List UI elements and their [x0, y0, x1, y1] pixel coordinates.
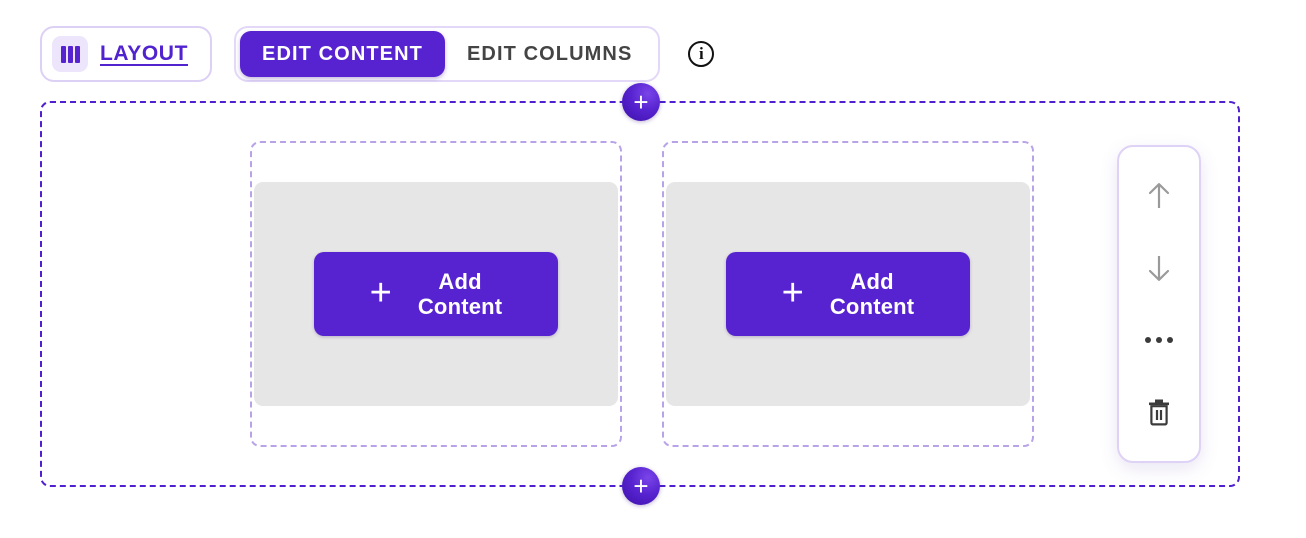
- row-container[interactable]: + Add Content + Add Content: [40, 101, 1240, 487]
- content-placeholder-1[interactable]: + Add Content: [254, 182, 618, 406]
- layout-button-label: LAYOUT: [100, 42, 188, 65]
- arrow-up-icon: [1148, 183, 1170, 208]
- columns-wrapper: + Add Content + Add Content: [250, 141, 1034, 447]
- plus-icon: +: [369, 272, 392, 314]
- arrow-down-icon: [1148, 256, 1170, 281]
- more-options-button[interactable]: [1136, 317, 1182, 363]
- info-icon[interactable]: i: [688, 41, 715, 67]
- add-content-line-1: Add: [850, 268, 894, 294]
- add-content-button-2[interactable]: + Add Content: [726, 252, 970, 336]
- info-icon-glyph: i: [699, 44, 704, 63]
- tab-edit-content[interactable]: EDIT CONTENT: [240, 31, 445, 77]
- layout-columns-icon: [52, 36, 88, 72]
- add-content-line-2: Content: [417, 294, 503, 319]
- layout-button[interactable]: LAYOUT: [40, 26, 212, 82]
- add-content-label-1: Add Content: [418, 269, 503, 320]
- add-content-line-1: Add: [438, 268, 482, 294]
- delete-button[interactable]: [1136, 389, 1182, 435]
- plus-icon: +: [781, 272, 804, 314]
- move-down-button[interactable]: [1136, 245, 1182, 291]
- add-content-button-1[interactable]: + Add Content: [314, 252, 558, 336]
- add-content-label-2: Add Content: [830, 269, 915, 320]
- edit-mode-tabs: EDIT CONTENT EDIT COLUMNS: [234, 26, 661, 82]
- content-placeholder-2[interactable]: + Add Content: [666, 182, 1030, 406]
- row-tool-rail: [1117, 145, 1201, 463]
- ellipsis-icon: [1145, 337, 1173, 343]
- trash-icon: [1149, 399, 1169, 426]
- column-2[interactable]: + Add Content: [662, 141, 1034, 447]
- move-up-button[interactable]: [1136, 173, 1182, 219]
- add-content-line-2: Content: [829, 294, 915, 319]
- add-row-below-button[interactable]: +: [622, 467, 660, 505]
- tab-edit-columns[interactable]: EDIT COLUMNS: [445, 31, 654, 77]
- column-1[interactable]: + Add Content: [250, 141, 622, 447]
- add-row-above-button[interactable]: +: [622, 83, 660, 121]
- editor-toolbar: LAYOUT EDIT CONTENT EDIT COLUMNS i: [40, 26, 715, 82]
